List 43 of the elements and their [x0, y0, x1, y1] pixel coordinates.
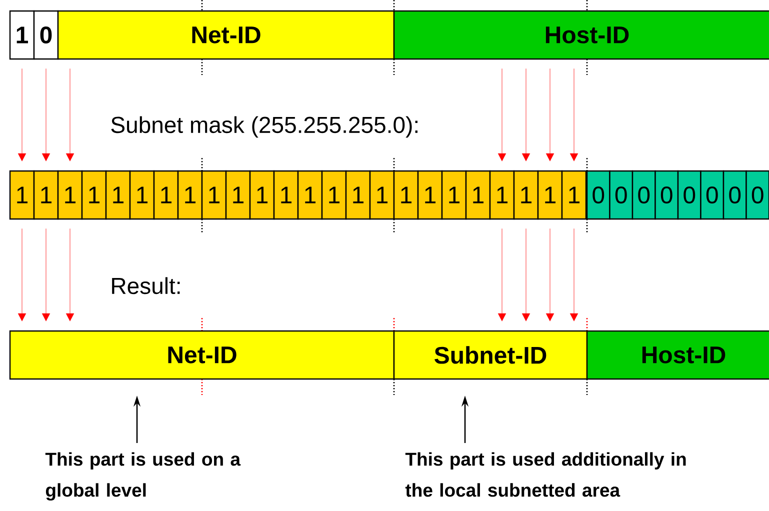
row-label: Subnet mask (255.255.255.0):	[111, 116, 418, 138]
mask-bit-cell: 1	[9, 170, 35, 220]
mask-bit-cell: 1	[465, 170, 491, 220]
field-box: Host-ID	[393, 10, 769, 60]
mask-bit-cell: 1	[201, 170, 227, 220]
mask-bit-cell: 1	[369, 170, 395, 220]
mask-bit-cell: 0	[632, 170, 656, 220]
mask-bit-cell: 1	[441, 170, 467, 220]
mask-bit-cell: 1	[225, 170, 251, 220]
mask-bit-cell: 0	[746, 170, 769, 220]
mask-bit-cell: 1	[81, 170, 107, 220]
note-text: This part is used additionally in the local subnetted area	[405, 452, 686, 497]
bit-cell: 0	[33, 10, 59, 60]
field-box: Host-ID	[586, 330, 769, 380]
field-box: Net-ID	[57, 10, 395, 60]
note-text: This part is used on a global level	[45, 452, 241, 501]
mask-bit-cell: 1	[33, 170, 59, 220]
mask-bit-cell: 1	[393, 170, 419, 220]
mask-bit-cell: 1	[273, 170, 299, 220]
mask-bit-cell: 1	[153, 170, 179, 220]
mask-bit-cell: 1	[321, 170, 347, 220]
field-box: Net-ID	[9, 330, 395, 380]
mask-bit-cell: 0	[677, 170, 702, 220]
mask-bit-cell: 1	[129, 170, 155, 220]
field-box: Subnet-ID	[393, 330, 588, 380]
mask-bit-cell: 1	[57, 170, 83, 220]
mask-bit-cell: 1	[561, 170, 587, 220]
mask-bit-cell: 0	[722, 170, 747, 220]
mask-bit-cell: 1	[513, 170, 539, 220]
mask-bit-cell: 0	[654, 170, 679, 220]
mask-bit-cell: 1	[177, 170, 203, 220]
mask-bit-cell: 0	[700, 170, 724, 220]
bit-cell: 1	[9, 10, 35, 60]
mask-bit-cell: 1	[105, 170, 131, 220]
mask-bit-cell: 1	[417, 170, 443, 220]
mask-bit-cell: 1	[297, 170, 323, 220]
mask-bit-cell: 0	[586, 170, 610, 220]
mask-bit-cell: 1	[489, 170, 515, 220]
mask-bit-cell: 1	[345, 170, 371, 220]
mask-bit-cell: 0	[609, 170, 634, 220]
mask-bit-cell: 1	[249, 170, 275, 220]
mask-bit-cell: 1	[537, 170, 563, 220]
row-label: Result:	[112, 277, 180, 294]
